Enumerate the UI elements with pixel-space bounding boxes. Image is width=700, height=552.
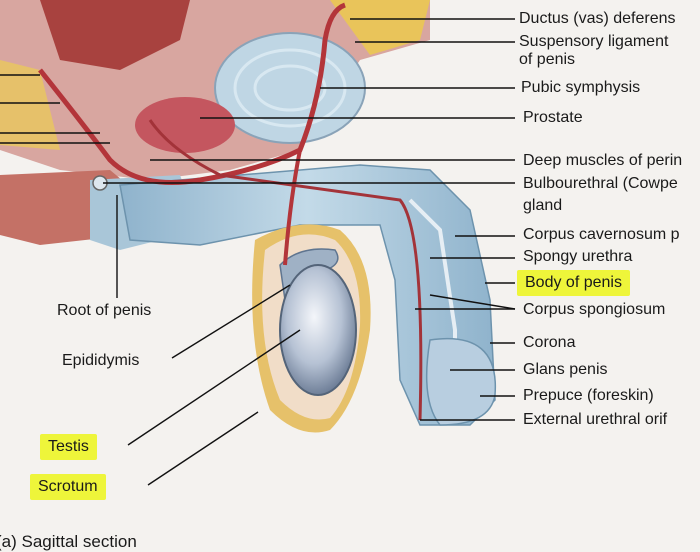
label-prostate: Prostate (523, 109, 583, 127)
label-glans-penis: Glans penis (523, 361, 608, 379)
figure-caption: (a) Sagittal section (0, 533, 137, 551)
label-root-of-penis: Root of penis (57, 302, 151, 320)
testis (280, 265, 356, 395)
label-bulbourethral-gland: Bulbourethral (Cowpe (523, 175, 678, 193)
label-suspensory-ligament-2: of penis (519, 51, 575, 69)
label-bulbourethral-gland-2: gland (523, 197, 562, 215)
label-external-urethral-orifice: External urethral orif (523, 411, 667, 429)
label-corpus-cavernosum: Corpus cavernosum p (523, 226, 680, 244)
label-spongy-urethra: Spongy urethra (523, 248, 632, 266)
label-suspensory-ligament: Suspensory ligament (519, 33, 668, 51)
label-deep-muscles: Deep muscles of perin (523, 152, 682, 170)
label-epididymis: Epididymis (62, 352, 139, 370)
label-pubic-symphysis: Pubic symphysis (521, 79, 640, 97)
label-corpus-spongiosum: Corpus spongiosum (523, 301, 665, 319)
label-testis: Testis (40, 434, 97, 460)
label-ductus-deferens: Ductus (vas) deferens (519, 10, 676, 28)
label-prepuce: Prepuce (foreskin) (523, 387, 654, 405)
prostate (135, 97, 235, 153)
label-corona: Corona (523, 334, 575, 352)
label-body-of-penis: Body of penis (517, 270, 630, 296)
label-scrotum: Scrotum (30, 474, 106, 500)
glans (427, 339, 496, 425)
